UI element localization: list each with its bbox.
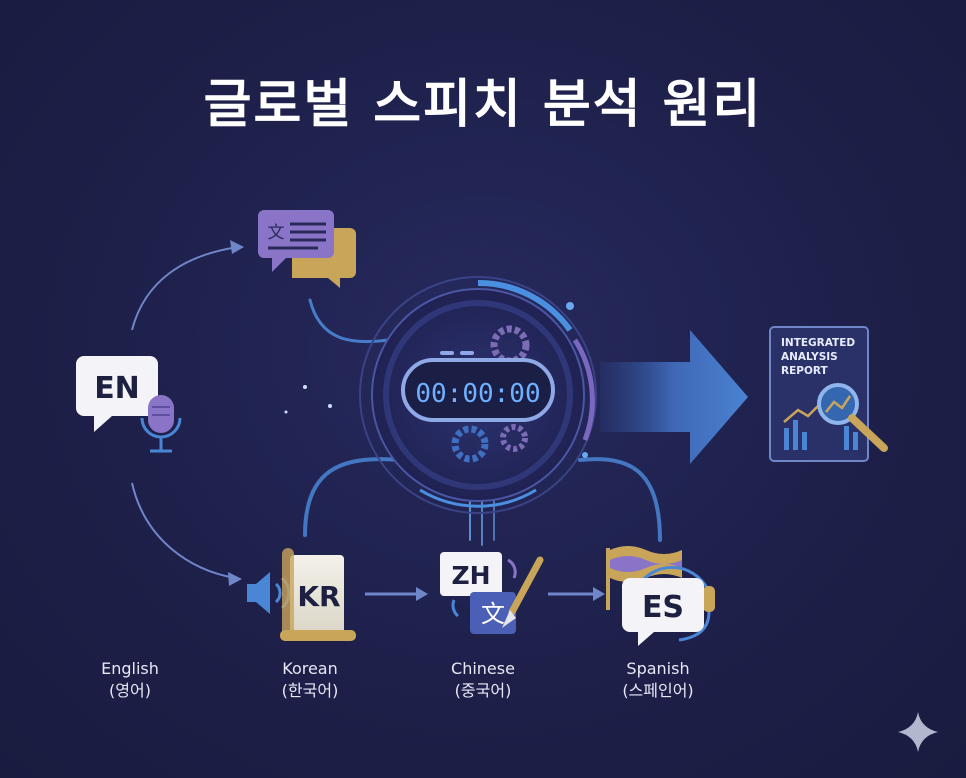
lang-arrow-1 xyxy=(365,587,428,601)
sparkle-icon xyxy=(898,712,938,752)
report-line-3: REPORT xyxy=(781,365,828,377)
report-document: INTEGRATED ANALYSIS REPORT xyxy=(769,326,869,462)
zh-glyph: 文 xyxy=(481,600,505,628)
scroll-icon: KR xyxy=(280,548,356,641)
label-english-native: (영어) xyxy=(109,681,151,700)
report-line-1: INTEGRATED xyxy=(781,337,855,349)
flow-curve-down xyxy=(131,482,242,586)
label-spanish-native: (스페인어) xyxy=(622,681,694,700)
report-line-2: ANALYSIS xyxy=(781,351,838,363)
label-chinese-native: (중국어) xyxy=(454,681,512,700)
kr-code: KR xyxy=(297,580,340,613)
en-bubble: EN xyxy=(76,356,158,432)
chat-transcript-icon: 文 xyxy=(258,210,356,288)
lang-arrow-2 xyxy=(548,587,605,601)
glow-connectors xyxy=(303,298,662,546)
zh-code: ZH xyxy=(451,561,490,590)
label-korean-name: Korean xyxy=(282,659,338,678)
flow-curve-up xyxy=(131,240,244,331)
main-arrow xyxy=(600,330,748,464)
page-title: 글로벌 스피치 분석 원리 xyxy=(203,75,763,135)
label-english: English (영어) xyxy=(60,658,200,702)
es-bubble: ES xyxy=(622,578,704,646)
zh-icon: ZH 文 xyxy=(440,552,517,634)
brush-icon xyxy=(502,556,544,628)
microphone-icon xyxy=(140,395,182,453)
label-english-name: English xyxy=(101,659,159,678)
es-code: ES xyxy=(642,590,684,625)
label-korean: Korean (한국어) xyxy=(240,658,380,702)
label-spanish: Spanish (스페인어) xyxy=(588,658,728,702)
label-chinese: Chinese (중국어) xyxy=(413,658,553,702)
label-spanish-name: Spanish xyxy=(626,659,690,678)
magnifier-icon xyxy=(817,383,888,452)
label-korean-native: (한국어) xyxy=(281,681,339,700)
timer-display: 00:00:00 xyxy=(401,351,555,422)
timer-text: 00:00:00 xyxy=(415,379,540,409)
en-code: EN xyxy=(94,371,140,406)
translate-glyph: 文 xyxy=(268,223,285,243)
label-chinese-name: Chinese xyxy=(451,659,515,678)
flag-icon xyxy=(606,546,682,610)
speed-streaks xyxy=(235,365,380,415)
